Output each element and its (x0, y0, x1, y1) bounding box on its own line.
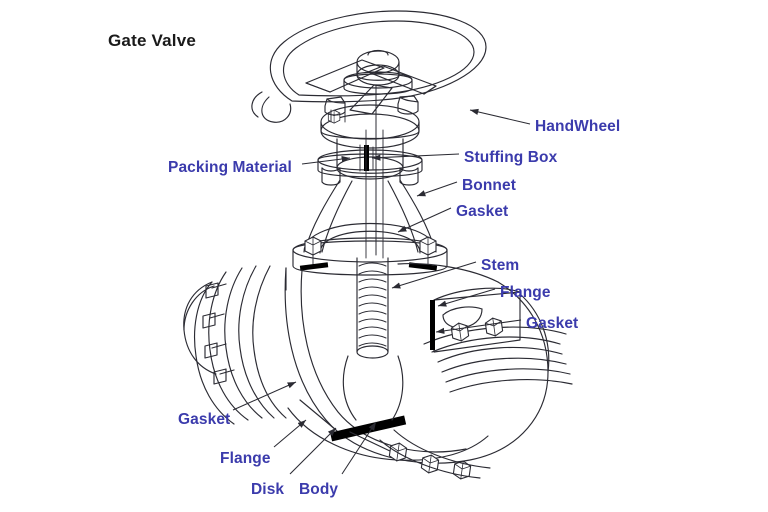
leader-stem (391, 261, 477, 289)
label-flange-left: Flange (220, 450, 271, 467)
label-gasket-right: Gasket (526, 315, 579, 332)
stem-part (356, 84, 389, 359)
leader-body (341, 421, 377, 475)
leader-packing-material (301, 155, 351, 165)
leader-handwheel (469, 108, 531, 125)
leader-flange-right (437, 288, 496, 307)
label-handwheel: HandWheel (535, 118, 621, 135)
leader-gasket-bonnet (397, 207, 452, 233)
stuffing-box-part (317, 95, 423, 186)
leader-bonnet (416, 181, 458, 197)
label-bonnet: Bonnet (462, 177, 516, 194)
label-packing-material: Packing Material (168, 159, 292, 176)
bonnet-part (292, 179, 448, 276)
label-disk: Disk (251, 481, 285, 498)
leader-stuffing-box (371, 153, 460, 161)
label-stuffing-box: Stuffing Box (464, 149, 558, 166)
leader-gasket-right (435, 319, 522, 334)
leader-disk (289, 427, 337, 475)
leader-flange-left (273, 419, 307, 448)
label-flange-right: Flange (500, 284, 551, 301)
page-title: Gate Valve (108, 31, 197, 50)
label-gasket-left: Gasket (178, 411, 231, 428)
handwheel-part (251, 10, 487, 123)
body-part (183, 263, 573, 481)
label-stem: Stem (481, 257, 520, 274)
leader-gasket-left (232, 381, 297, 411)
label-body: Body (299, 481, 339, 498)
label-gasket-bonnet: Gasket (456, 203, 509, 220)
